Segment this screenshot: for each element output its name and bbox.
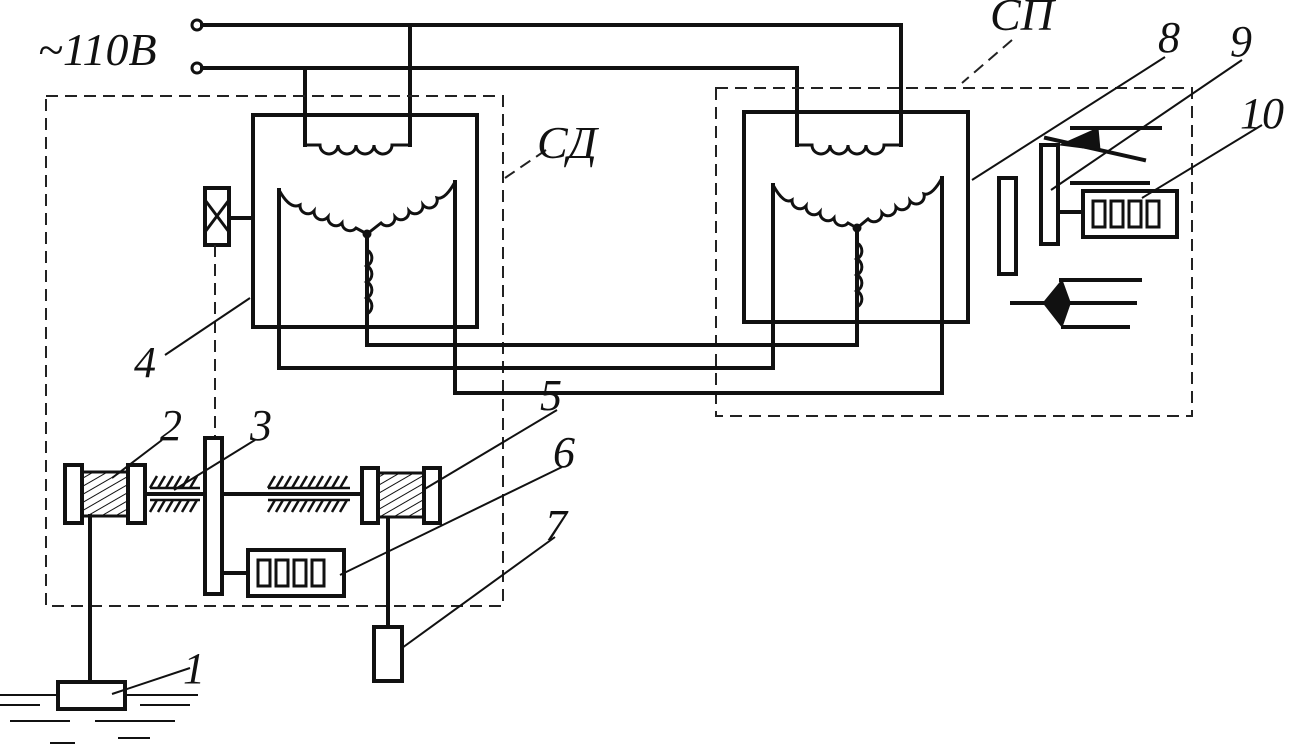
transmitter-label: СД bbox=[537, 117, 600, 168]
spring-tooth bbox=[172, 499, 183, 513]
upper-limit-contact bbox=[1043, 126, 1162, 185]
receiver-star-windings bbox=[771, 177, 944, 318]
spring-tooth bbox=[148, 475, 159, 489]
spring-tooth bbox=[314, 475, 325, 489]
remote-counter bbox=[1081, 189, 1179, 239]
counterweight bbox=[372, 625, 404, 683]
spring-tooth bbox=[180, 499, 191, 513]
spring-tooth bbox=[188, 499, 199, 513]
callout-1: 1 bbox=[183, 644, 205, 693]
spring-tooth bbox=[322, 499, 333, 513]
spring-tooth bbox=[172, 475, 183, 489]
spring-tooth bbox=[274, 499, 285, 513]
spring-tooth bbox=[164, 499, 175, 513]
spring-tooth bbox=[306, 475, 317, 489]
supply-voltage-label: ~110В bbox=[38, 24, 157, 75]
spring-tooth bbox=[290, 475, 301, 489]
spring-tooth bbox=[290, 499, 301, 513]
cable-drum-left bbox=[63, 463, 147, 525]
spring-tooth bbox=[338, 499, 349, 513]
supply-wires bbox=[200, 23, 903, 147]
spring-tooth bbox=[266, 499, 277, 513]
spring-tooth bbox=[330, 475, 341, 489]
receiver-disc bbox=[1039, 143, 1085, 246]
receiver-selsyn-stator bbox=[742, 110, 970, 324]
callout-6: 6 bbox=[553, 428, 575, 477]
spring-tooth bbox=[282, 499, 293, 513]
spring-tooth bbox=[306, 499, 317, 513]
transmitter-selsyn-stator bbox=[251, 113, 944, 395]
float bbox=[56, 680, 127, 711]
supply-terminals bbox=[190, 18, 204, 75]
transmitter-enclosure bbox=[45, 95, 504, 607]
spring-tooth bbox=[156, 499, 167, 513]
receiver-indicator-plate bbox=[997, 176, 1018, 276]
spring-tooth bbox=[322, 475, 333, 489]
callout-3: 3 bbox=[249, 401, 272, 450]
callout-4: 4 bbox=[134, 338, 156, 387]
spring-tooth bbox=[298, 499, 309, 513]
spring-tooth bbox=[148, 499, 159, 513]
leader-lines bbox=[111, 39, 1263, 695]
receiver-enclosure bbox=[715, 87, 1193, 417]
spring-tooth bbox=[282, 475, 293, 489]
cable-drum-right bbox=[360, 466, 442, 525]
transmitter-star-windings bbox=[277, 181, 457, 330]
callout-10: 10 bbox=[1240, 89, 1284, 138]
spring-tooth bbox=[338, 475, 349, 489]
spring-tooth bbox=[164, 475, 175, 489]
receiver-label: СП bbox=[990, 0, 1057, 40]
spring-tooth bbox=[330, 499, 341, 513]
spring-tooth bbox=[156, 475, 167, 489]
spring-tooth bbox=[188, 475, 199, 489]
spring-teeth bbox=[148, 475, 349, 513]
shaft-coupling bbox=[203, 186, 255, 440]
shaft-spring-right bbox=[220, 486, 364, 502]
spring-tooth bbox=[314, 499, 325, 513]
spring-tooth bbox=[274, 475, 285, 489]
callout-9: 9 bbox=[1230, 17, 1252, 66]
spring-tooth bbox=[266, 475, 277, 489]
lower-limit-contact bbox=[1010, 278, 1142, 329]
gear-wheel bbox=[203, 436, 224, 596]
callout-7: 7 bbox=[545, 501, 569, 550]
spring-tooth bbox=[298, 475, 309, 489]
callout-8: 8 bbox=[1158, 13, 1180, 62]
callout-5: 5 bbox=[540, 371, 562, 420]
local-counter bbox=[220, 548, 346, 598]
callout-2: 2 bbox=[160, 401, 182, 450]
liquid-surface bbox=[0, 694, 198, 744]
